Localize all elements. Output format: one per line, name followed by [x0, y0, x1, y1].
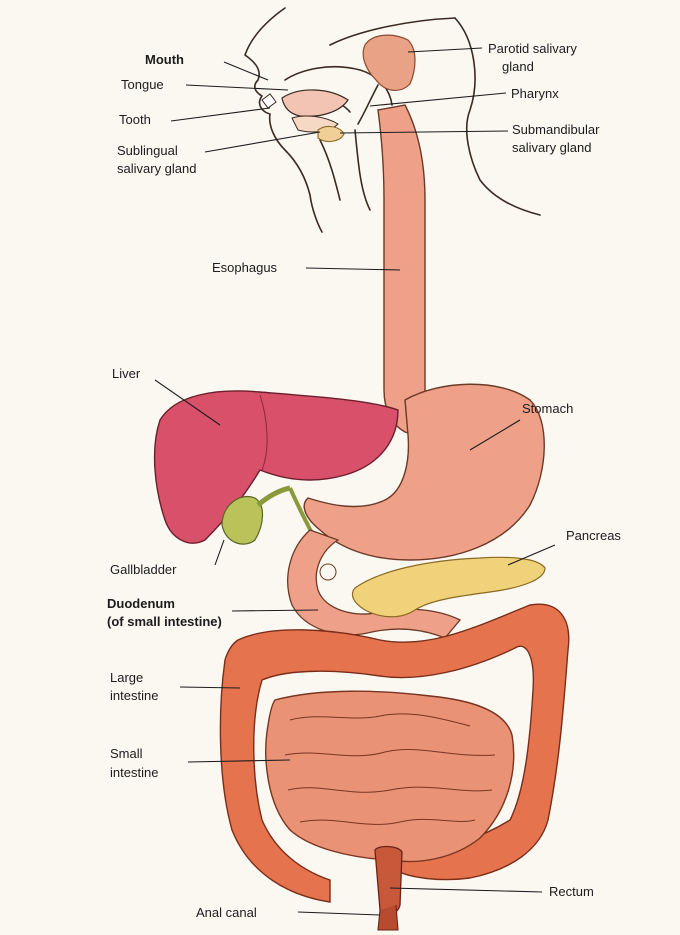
label-parotid-line1: Parotid salivary [488, 41, 577, 56]
label-anal-canal: Anal canal [196, 905, 257, 920]
label-stomach: Stomach [522, 401, 573, 416]
label-duodenum-line1: Duodenum [107, 596, 175, 611]
label-gallbladder: Gallbladder [110, 562, 177, 577]
label-mouth: Mouth [145, 52, 184, 67]
label-sublingual-line1: Sublingual [117, 143, 178, 158]
submandibular-gland [318, 127, 344, 142]
esophagus [378, 105, 425, 438]
label-large-intestine-line2: intestine [110, 688, 158, 703]
label-submandibular-line2: salivary gland [512, 140, 592, 155]
label-submandibular-line1: Submandibular [512, 122, 600, 137]
label-sublingual-line2: salivary gland [117, 161, 197, 176]
label-tongue: Tongue [121, 77, 164, 92]
label-liver: Liver [112, 366, 141, 381]
label-large-intestine-line1: Large [110, 670, 143, 685]
label-small-intestine-line2: intestine [110, 765, 158, 780]
label-esophagus: Esophagus [212, 260, 278, 275]
label-rectum: Rectum [549, 884, 594, 899]
label-small-intestine-line1: Small [110, 746, 143, 761]
label-pancreas: Pancreas [566, 528, 621, 543]
label-duodenum-line2: (of small intestine) [107, 614, 222, 629]
pancreas [352, 557, 545, 616]
label-parotid-line2: gland [502, 59, 534, 74]
small-intestine [266, 691, 514, 861]
label-pharynx: Pharynx [511, 86, 559, 101]
label-tooth: Tooth [119, 112, 151, 127]
mouth-cavity [262, 90, 348, 132]
